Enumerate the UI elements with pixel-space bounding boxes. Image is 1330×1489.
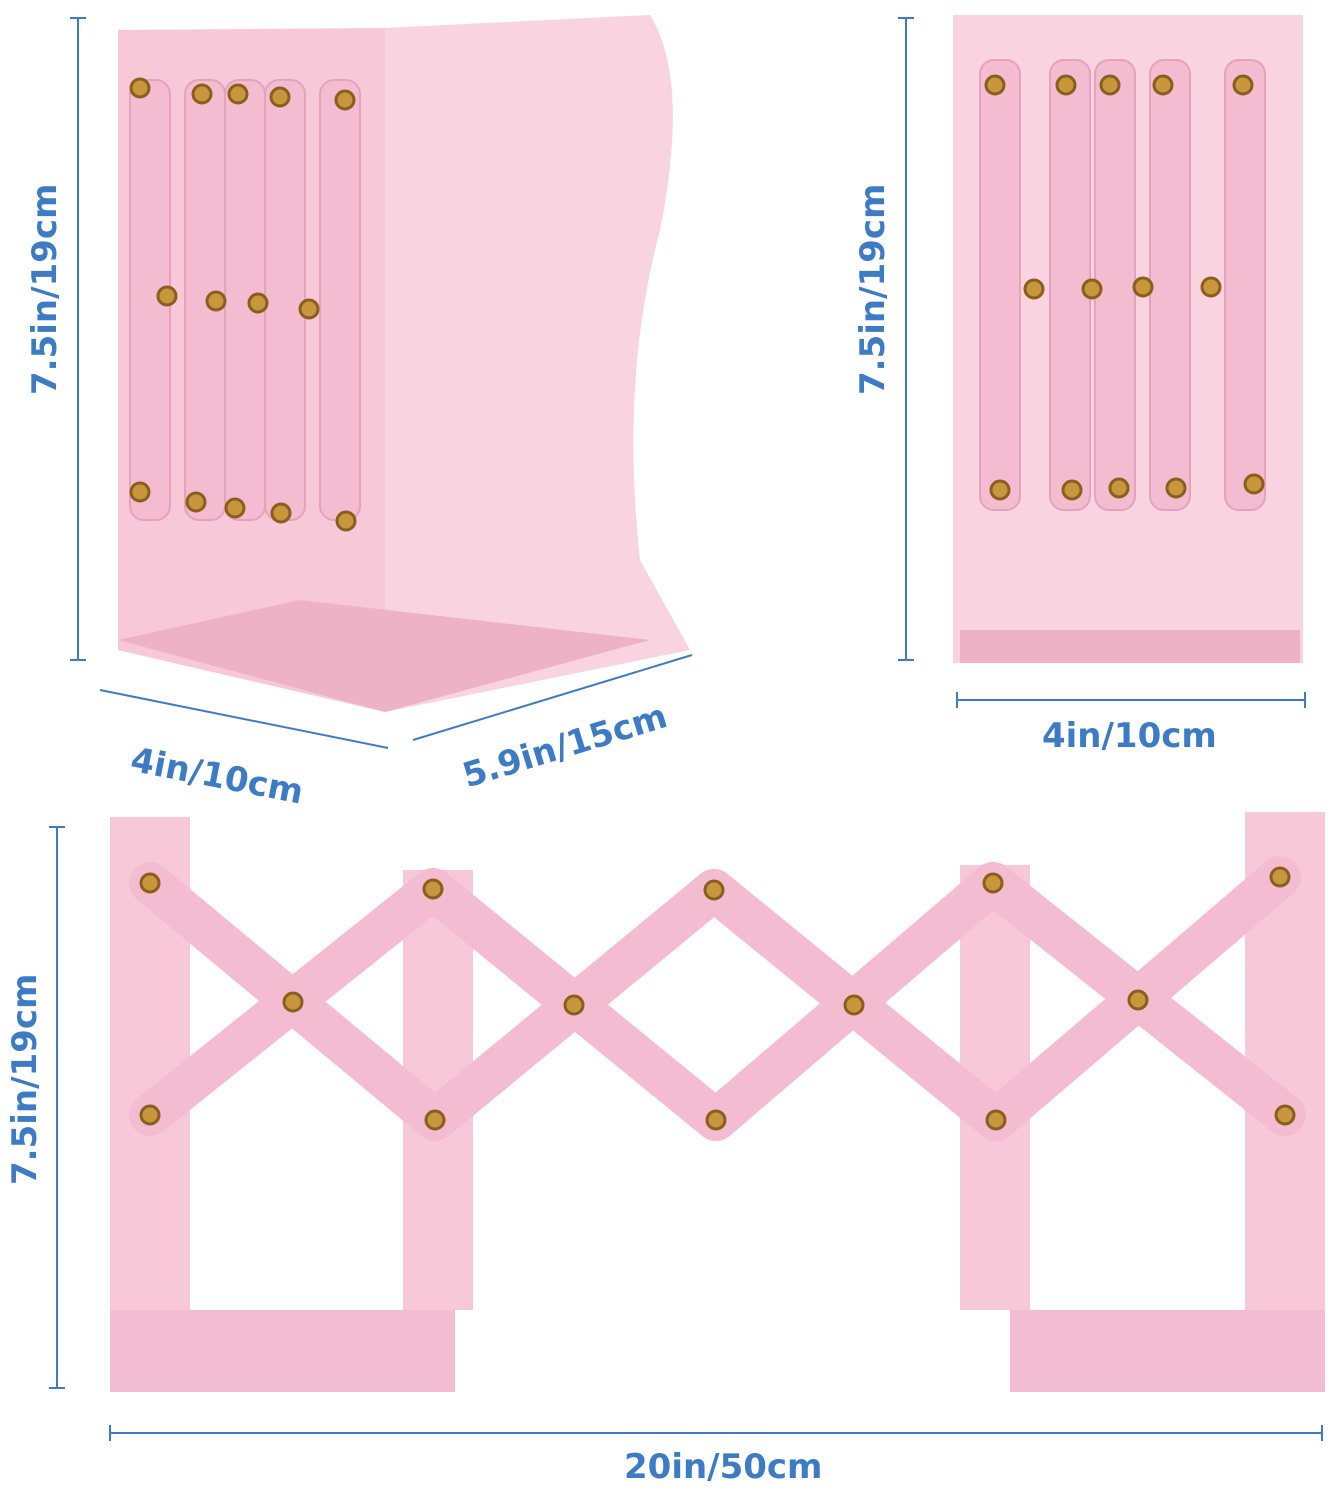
rivets (129, 74, 1296, 1131)
extended-height-label: 7.5in/19cm (5, 973, 45, 1185)
compact-front-height-label: 7.5in/19cm (853, 183, 893, 395)
compact-angle-height-label: 7.5in/19cm (25, 183, 65, 395)
dimension-lines (49, 17, 1323, 1441)
extended-length-label: 20in/50cm (624, 1447, 823, 1487)
bookend-compact-angle (118, 15, 690, 712)
compact-front-width-label: 4in/10cm (1042, 716, 1217, 756)
bookend-compact-front (953, 15, 1303, 663)
